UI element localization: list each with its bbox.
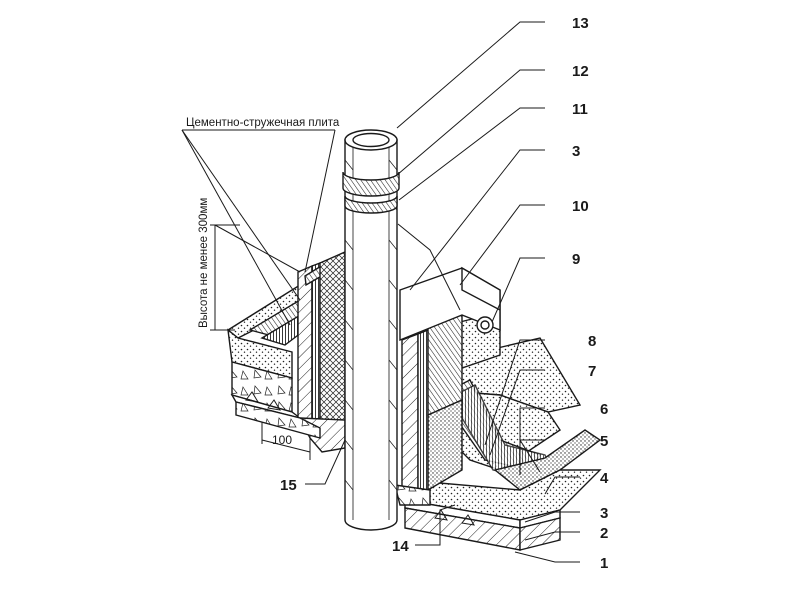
callout-4: 4 bbox=[600, 470, 609, 487]
leader-lines bbox=[181, 21, 580, 563]
callout-9: 9 bbox=[572, 251, 580, 268]
callout-15: 15 bbox=[280, 477, 297, 494]
pipe-clamp bbox=[342, 171, 400, 197]
pipe-seal bbox=[344, 195, 398, 214]
callout-3-bottom: 3 bbox=[600, 505, 608, 522]
left-xhatch-block bbox=[319, 250, 346, 429]
callout-13: 13 bbox=[572, 15, 589, 32]
callout-labels: 13 12 11 3 10 9 8 7 6 5 4 3 2 1 14 15 bbox=[280, 15, 609, 572]
callout-12: 12 bbox=[572, 63, 589, 80]
bolt-icon bbox=[476, 316, 494, 334]
width-dimension-label: 100 bbox=[272, 433, 292, 447]
left-insulation bbox=[227, 328, 293, 379]
left-cement-board bbox=[297, 264, 313, 426]
left-base-deck bbox=[235, 391, 321, 439]
height-dimension-label: Высота не менее 300мм bbox=[198, 198, 210, 328]
callout-8: 8 bbox=[588, 333, 596, 350]
callout-10: 10 bbox=[572, 198, 589, 215]
callout-1: 1 bbox=[600, 555, 608, 572]
callout-7: 7 bbox=[588, 363, 596, 380]
callout-11: 11 bbox=[572, 101, 588, 118]
pipe bbox=[342, 129, 400, 531]
pipe-body bbox=[344, 139, 398, 531]
callout-6: 6 bbox=[600, 401, 608, 418]
callout-14: 14 bbox=[392, 538, 409, 555]
right-cement-board bbox=[401, 332, 419, 501]
callout-5: 5 bbox=[600, 433, 608, 450]
callout-3-top: 3 bbox=[572, 143, 580, 160]
cement-board-note: Цементно-стружечная плита bbox=[186, 117, 340, 129]
callout-2: 2 bbox=[600, 525, 608, 542]
